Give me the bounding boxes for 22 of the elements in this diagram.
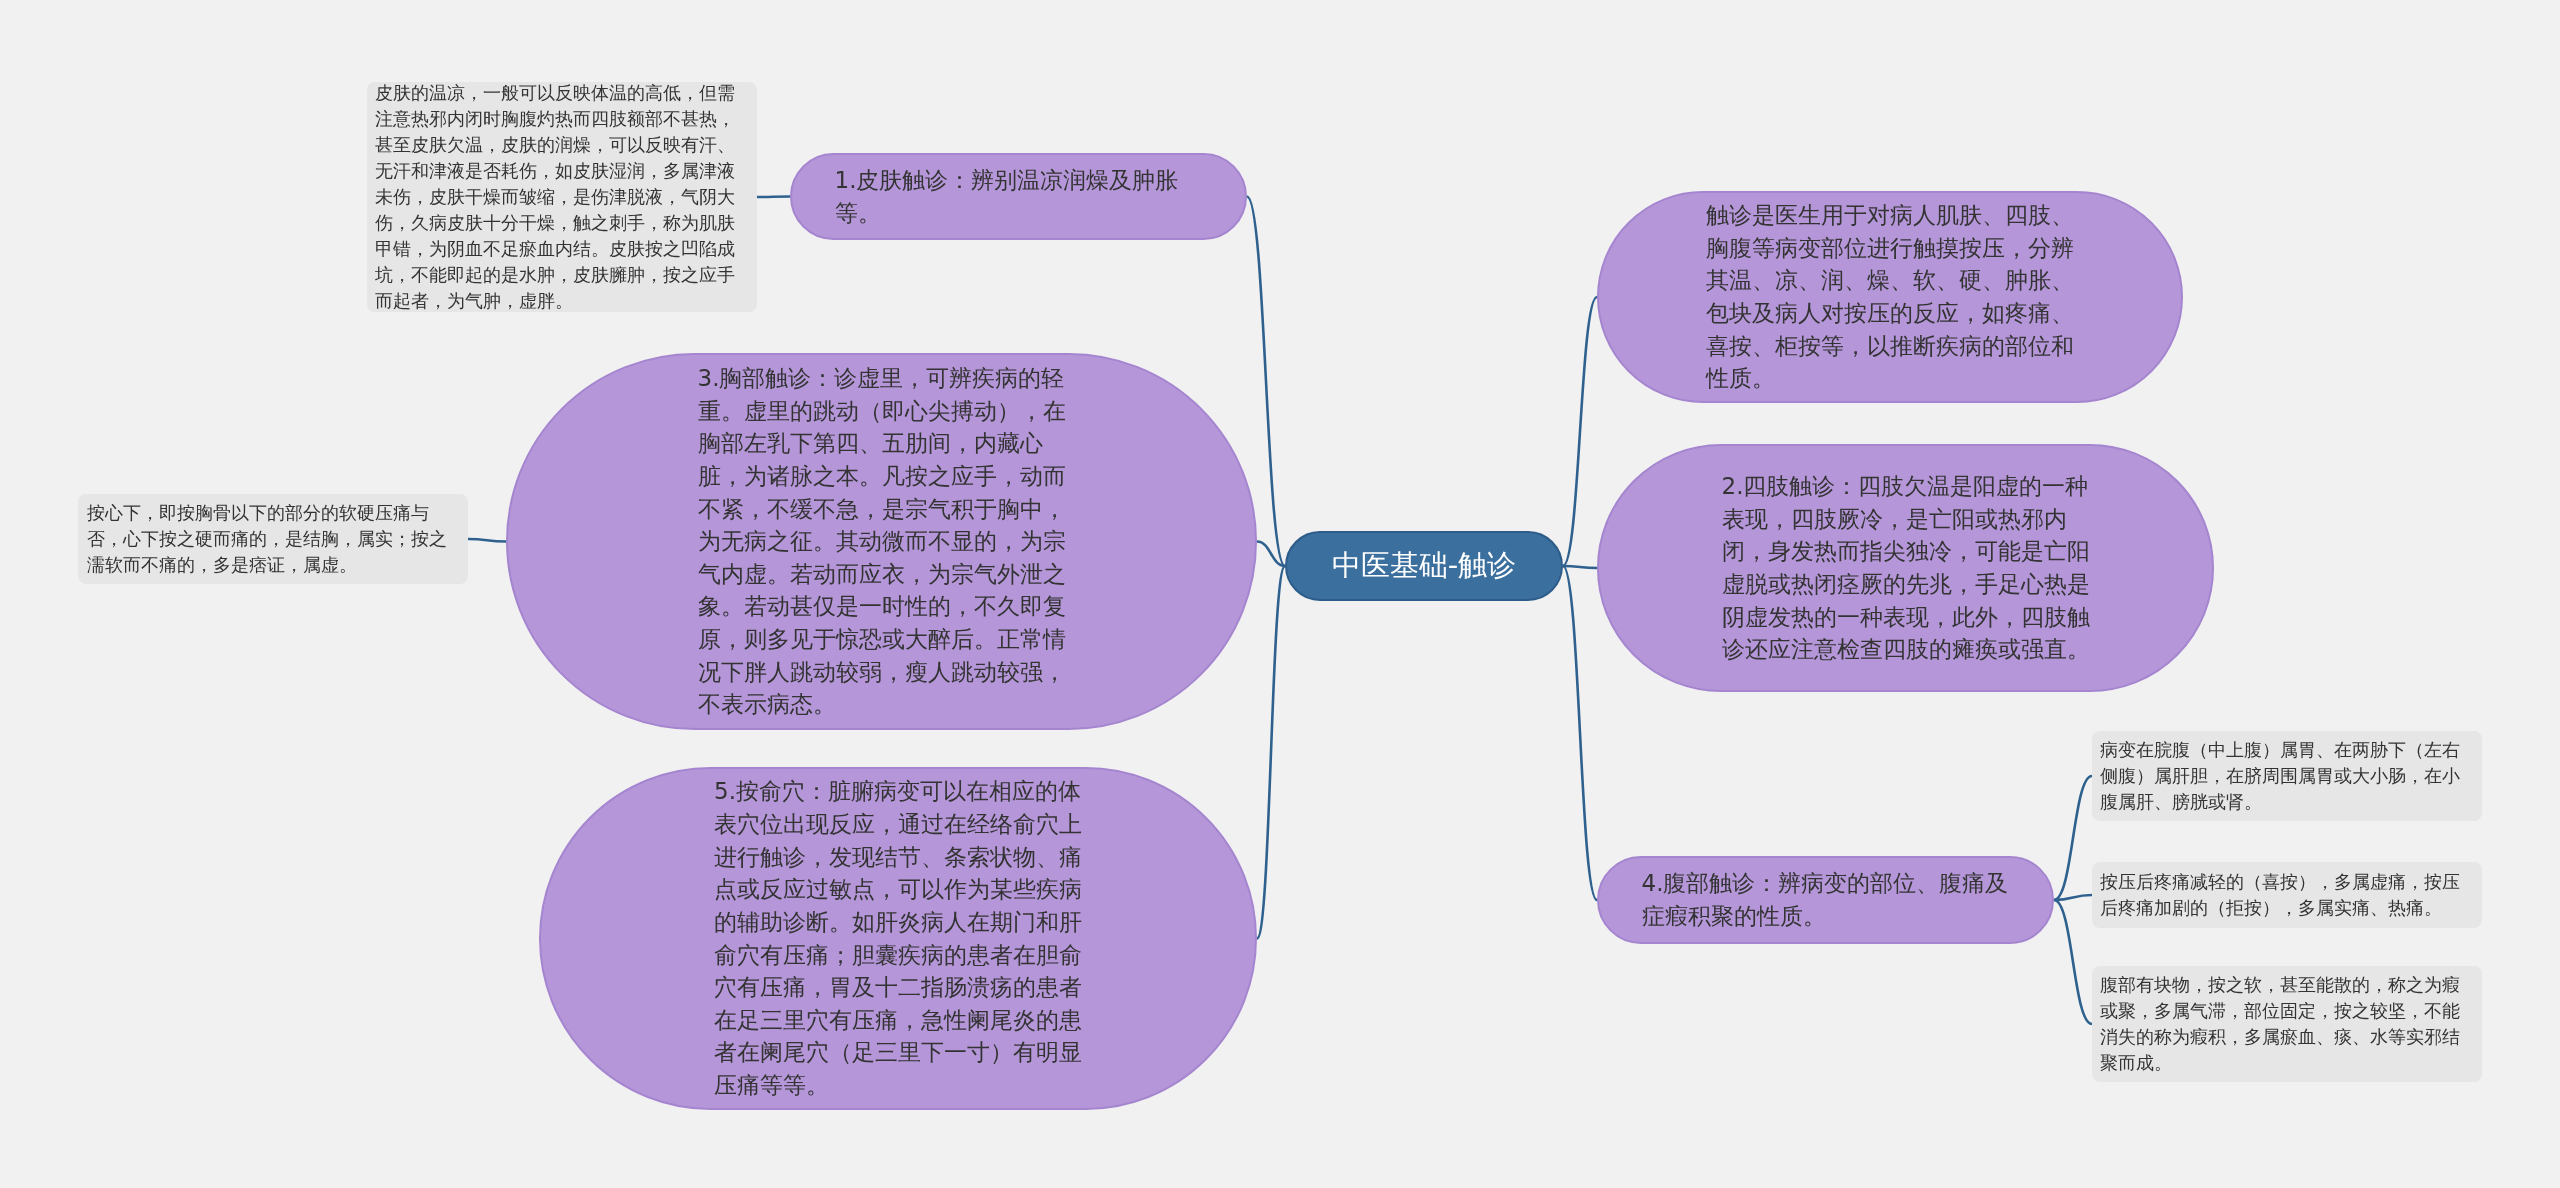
connector-line — [1563, 564, 1597, 570]
connector-line — [757, 195, 790, 199]
connector-line — [1245, 195, 1287, 567]
topic-bubble: 1.皮肤触诊：辨别温凉润燥及肿胀等。 — [790, 153, 1247, 240]
note-card: 病变在脘腹（中上腹）属胃、在两胁下（左右侧腹）属肝胆，在脐周围属胃或大小肠，在小腹属肝、膀胱或肾。 — [2092, 731, 2482, 821]
topic-bubble: 2.四肢触诊：四肢欠温是阳虚的一种表现，四肢厥冷，是亡阳或热邪内闭，身发热而指尖独冷，可能是亡阳虚脱或热闭痉厥的先兆，手足心热是阴虚发热的一种表现，此外，四肢触诊还应注意检查四肢的瘫痪或强直。 — [1597, 444, 2214, 692]
note-card: 按心下，即按胸骨以下的部分的软硬压痛与否，心下按之硬而痛的，是结胸，属实；按之濡软而不痛的，多是痞证，属虚。 — [78, 494, 468, 584]
topic-bubble: 4.腹部触诊：辨病变的部位、腹痛及症瘕积聚的性质。 — [1597, 856, 2054, 944]
topic-bubble: 5.按俞穴：脏腑病变可以在相应的体表穴位出现反应，通过在经络俞穴上进行触诊，发现结节、条索状物、痛点或反应过敏点，可以作为某些疾病的辅助诊断。如肝炎病人在期门和肝俞穴有压痛；胆囊疾病的患者在胆俞穴有压痛，胃及十二指肠溃疡的患者在足三里穴有压痛，急性阑尾炎的患者在阑尾穴（足三里下一寸）有明显压痛等等。 — [539, 767, 1257, 1110]
connector-line — [2053, 898, 2093, 1026]
topic-bubble: 触诊是医生用于对病人肌肤、四肢、胸腹等病变部位进行触摸按压，分辨其温、凉、润、燥、软、硬、肿胀、包块及病人对按压的反应，如疼痛、喜按、柜按等，以推断疾病的部位和性质。 — [1597, 191, 2183, 403]
connector-line — [1561, 296, 1599, 567]
connector-line — [1255, 565, 1287, 940]
note-card: 按压后疼痛减轻的（喜按），多属虚痛，按压后疼痛加剧的（拒按），多属实痛、热痛。 — [2092, 862, 2482, 928]
central-topic-box: 中医基础-触诊 — [1285, 531, 1563, 601]
note-card: 皮肤的温凉，一般可以反映体温的高低，但需注意热邪内闭时胸腹灼热而四肢额部不甚热，甚至皮肤欠温，皮肤的润燥，可以反映有汗、无汗和津液是否耗伤，如皮肤湿润，多属津液未伤，皮肤干燥而皱缩，是伤津脱液，气阴大伤，久病皮肤十分干燥，触之刺手，称为肌肤甲错，为阴血不足瘀血内结。皮肤按之凹陷成坑，不能即起的是水肿，皮肤臃肿，按之应手而起者，为气肿，虚胖。 — [367, 82, 757, 312]
connector-line — [1256, 540, 1286, 568]
topic-bubble: 3.胸部触诊：诊虚里，可辨疾病的轻重。虚里的跳动（即心尖搏动），在胸部左乳下第四、五肋间，内藏心脏，为诸脉之本。凡按之应手，动而不紧，不缓不急，是宗气积于胸中，为无病之征。其动微而不显的，为宗气内虚。若动而应衣，为宗气外泄之象。若动甚仅是一时性的，不久即复原，则多见于惊恐或大醉后。正常情况下胖人跳动较弱，瘦人跳动较强，不表示病态。 — [506, 353, 1257, 730]
note-card: 腹部有块物，按之软，甚至能散的，称之为瘕或聚，多属气滞，部位固定，按之较坚，不能消失的称为瘕积，多属瘀血、痰、水等实邪结聚而成。 — [2092, 966, 2482, 1082]
connector-line — [2053, 774, 2093, 902]
connector-line — [468, 537, 506, 543]
connector-line — [1561, 565, 1599, 901]
